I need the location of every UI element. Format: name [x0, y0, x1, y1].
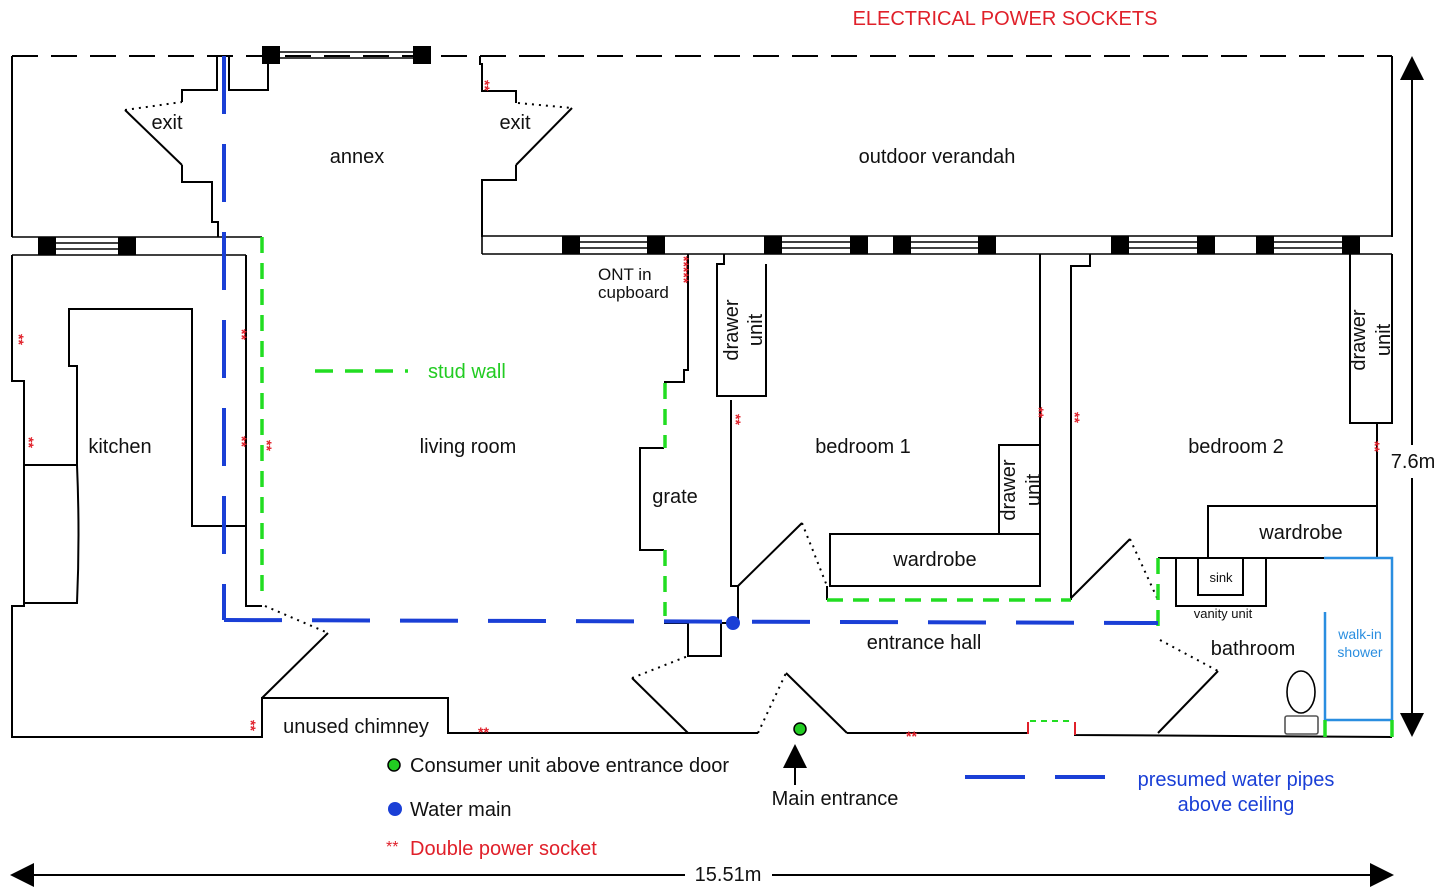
height-dimension-label: 7.6m: [1391, 451, 1435, 473]
consumer-unit-marker: [793, 722, 807, 736]
label-ont-1: ONT in: [598, 265, 652, 284]
top-wall-right: [481, 235, 1392, 255]
legend-water-main-icon: [388, 802, 402, 816]
bathroom-door-swing: [1159, 639, 1219, 672]
entrance-right-swing: [757, 672, 787, 734]
width-dimension-label: 15.51m: [695, 864, 762, 886]
legend-water-main-label: Water main: [410, 799, 512, 821]
annex-window: [262, 46, 431, 64]
water-pipe-horizontal: [223, 618, 1159, 625]
socket-marker: **: [11, 334, 27, 345]
chimney-door-swing: [264, 605, 329, 634]
label-vanity-unit: vanity unit: [1194, 606, 1253, 621]
label-shower-1: walk-in: [1337, 626, 1382, 642]
socket-marker: **: [1367, 441, 1383, 452]
label-shower-2: shower: [1337, 644, 1382, 660]
legend-consumer-unit-icon: [387, 758, 401, 772]
kitchen-outer-wall: [11, 255, 688, 738]
socket-marker-ont: *****: [676, 256, 692, 284]
label-entrance-hall: entrance hall: [867, 632, 982, 654]
label-kitchen: kitchen: [88, 436, 151, 458]
label-grate: grate: [652, 486, 698, 508]
label-exit-right: exit: [499, 112, 531, 134]
hall-door-leaf-2: [1070, 538, 1131, 599]
label-wardrobe-1: wardrobe: [892, 549, 976, 571]
living-left-wall: [245, 526, 262, 607]
annex-right-wall: [479, 56, 517, 237]
hall-door-swing-1: [801, 522, 828, 587]
legend-pipes-label-2: above ceiling: [1178, 794, 1295, 816]
legend-pipes-label-1: presumed water pipes: [1138, 769, 1335, 791]
socket-marker: **: [728, 414, 744, 425]
entrance-left-leaf: [631, 677, 689, 734]
label-drawer-1b: unit: [745, 313, 767, 346]
water-main-marker: [726, 616, 740, 630]
socket-marker: **: [234, 329, 250, 340]
legend-socket-symbol: **: [386, 839, 398, 856]
label-wardrobe-2: wardrobe: [1258, 522, 1342, 544]
socket-marker: **: [234, 436, 250, 447]
label-bathroom: bathroom: [1211, 638, 1296, 660]
label-sink: sink: [1209, 570, 1233, 585]
socket-marker: **: [477, 80, 493, 91]
label-main-entrance: Main entrance: [772, 788, 899, 810]
label-bedroom1: bedroom 1: [815, 436, 911, 458]
legend-stud-wall-label: stud wall: [428, 361, 506, 383]
kitchen-island-wall: [68, 255, 247, 527]
socket-marker: **: [259, 440, 275, 451]
hall-door-leaf-1: [737, 522, 803, 587]
label-living-room: living room: [420, 436, 517, 458]
socket-marker: **: [478, 724, 489, 740]
label-drawer-3b: unit: [1373, 323, 1395, 356]
label-drawer-1a: drawer: [721, 299, 743, 360]
label-annex: annex: [330, 146, 385, 168]
sink: [1197, 557, 1244, 596]
socket-marker: **: [243, 720, 259, 731]
exit-right-door-swing: [517, 102, 573, 109]
exit-left-door-leaf: [124, 109, 183, 166]
drawer-unit-bedroom1: [716, 254, 767, 397]
legend-consumer-unit-label: Consumer unit above entrance door: [410, 755, 729, 777]
annex-left-wall: [181, 56, 269, 237]
socket-marker: **: [906, 728, 917, 744]
socket-marker: **: [1067, 412, 1083, 423]
chimney-door-leaf: [261, 632, 329, 699]
label-verandah: outdoor verandah: [859, 146, 1016, 168]
top-wall-left: [12, 236, 262, 256]
label-drawer-2a: drawer: [998, 459, 1020, 520]
label-drawer-2b: unit: [1023, 473, 1045, 506]
bedroom-divider-right: [1070, 254, 1091, 600]
hall-door-swing-2: [1129, 538, 1159, 601]
toilet-cistern: [1284, 715, 1319, 735]
label-bedroom2: bedroom 2: [1188, 436, 1284, 458]
plan-title: ELECTRICAL POWER SOCKETS: [853, 8, 1158, 30]
label-exit-left: exit: [151, 112, 183, 134]
drawer-unit-bedroom2: [1349, 254, 1393, 424]
legend-socket-label: Double power socket: [410, 838, 597, 860]
label-drawer-3a: drawer: [1348, 309, 1370, 370]
entrance-left-swing: [631, 655, 689, 679]
exit-left-door-swing: [124, 101, 183, 111]
kitchen-counter: [24, 464, 80, 604]
entrance-right-leaf: [785, 672, 848, 734]
toilet-bowl: [1286, 670, 1316, 714]
socket-marker: **: [21, 437, 37, 448]
exit-right-door-leaf: [515, 107, 573, 166]
label-ont-2: cupboard: [598, 283, 669, 302]
socket-marker: **: [1031, 407, 1047, 418]
bathroom-door-leaf: [1157, 670, 1219, 734]
label-chimney: unused chimney: [283, 716, 429, 738]
